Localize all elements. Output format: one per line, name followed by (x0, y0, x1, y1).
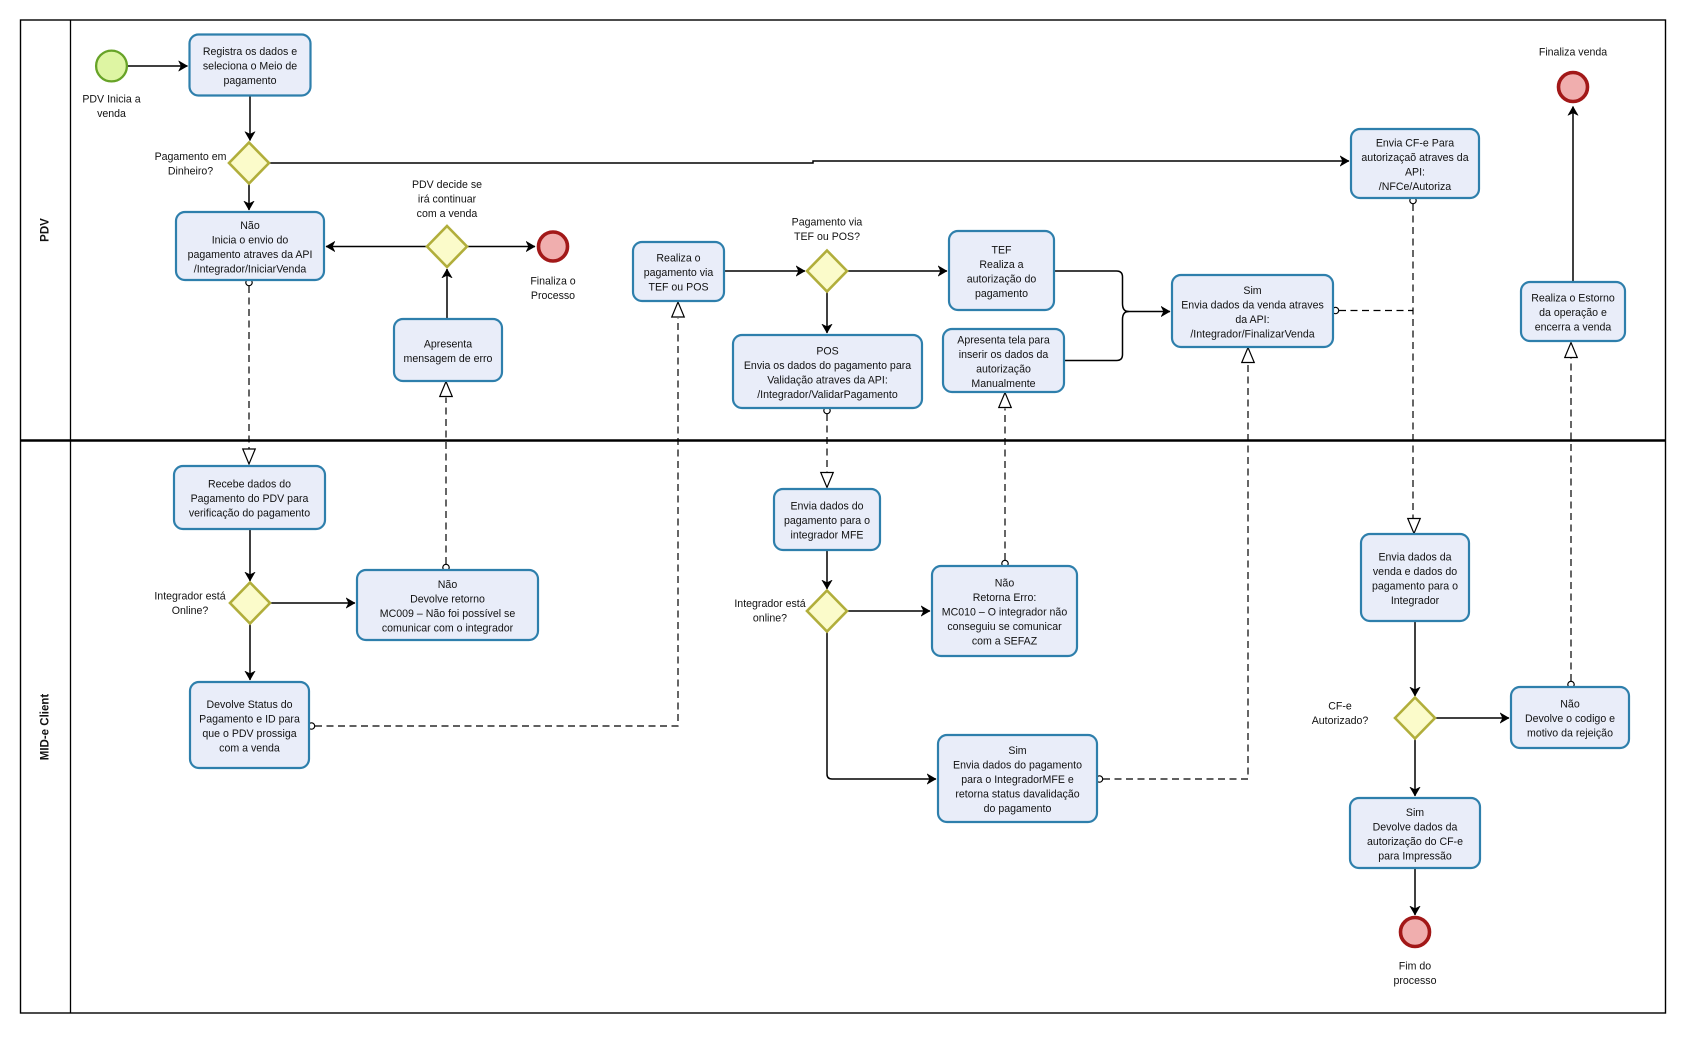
svg-text:/Integrador/IniciarVenda: /Integrador/IniciarVenda (194, 263, 307, 275)
svg-text:Integrador: Integrador (1391, 595, 1440, 607)
svg-text:Recebe dados do: Recebe dados do (208, 479, 291, 491)
svg-text:MC010 – O integrador não: MC010 – O integrador não (942, 607, 1068, 619)
svg-text:TEF ou POS: TEF ou POS (648, 282, 708, 294)
svg-text:Integrador está: Integrador está (154, 591, 225, 603)
svg-text:Pagamento via: Pagamento via (792, 217, 863, 229)
svg-text:Fim do: Fim do (1399, 961, 1431, 973)
svg-text:/NFCe/Autoriza: /NFCe/Autoriza (1379, 181, 1452, 193)
svg-text:Retorna Erro:: Retorna Erro: (973, 592, 1037, 604)
svg-text:Não: Não (995, 578, 1015, 590)
svg-text:da operação e: da operação e (1539, 307, 1607, 319)
svg-text:integrador MFE: integrador MFE (790, 530, 863, 542)
svg-text:Integrador está: Integrador está (734, 598, 805, 610)
svg-text:Validação atraves da API:: Validação atraves da API: (767, 374, 888, 386)
svg-text:Devolve o codigo e: Devolve o codigo e (1525, 713, 1615, 725)
svg-text:Pagamento em: Pagamento em (155, 151, 227, 163)
svg-text:do pagamento: do pagamento (984, 803, 1052, 815)
svg-text:PDV decide se: PDV decide se (412, 179, 482, 191)
svg-text:Apresenta: Apresenta (424, 338, 472, 350)
svg-text:Devolve retorno: Devolve retorno (410, 593, 485, 605)
svg-text:Sim: Sim (1008, 745, 1026, 757)
svg-text:Finaliza venda: Finaliza venda (1539, 47, 1607, 59)
svg-text:autorização do CF-e: autorização do CF-e (1367, 836, 1463, 848)
svg-text:encerra a venda: encerra a venda (1535, 322, 1612, 334)
svg-text:pagamento para o: pagamento para o (784, 515, 870, 527)
svg-text:com a venda: com a venda (219, 742, 280, 754)
svg-text:que o PDV prossiga: que o PDV prossiga (202, 728, 296, 740)
svg-text:mensagem de erro: mensagem de erro (404, 353, 493, 365)
svg-text:pagamento atraves da API: pagamento atraves da API (188, 249, 313, 261)
svg-text:inserir os dados da: inserir os dados da (959, 349, 1049, 361)
svg-text:Não: Não (240, 220, 260, 232)
svg-text:Devolve Status do: Devolve Status do (207, 699, 293, 711)
svg-text:Pagamento do PDV para: Pagamento do PDV para (191, 493, 309, 505)
svg-text:pagamento: pagamento (223, 75, 276, 87)
svg-text:MID-e Client: MID-e Client (40, 694, 52, 761)
svg-text:/Integrador/ValidarPagamento: /Integrador/ValidarPagamento (757, 389, 898, 401)
svg-text:da API:: da API: (1235, 314, 1269, 326)
svg-text:TEF ou POS?: TEF ou POS? (794, 231, 860, 243)
svg-text:Apresenta tela para: Apresenta tela para (957, 334, 1050, 346)
svg-text:venda: venda (97, 108, 126, 120)
svg-text:Manualmente: Manualmente (971, 378, 1035, 390)
svg-text:online?: online? (753, 613, 787, 625)
svg-text:conseguiu se comunicar: conseguiu se comunicar (947, 621, 1062, 633)
svg-text:TEF: TEF (991, 244, 1012, 256)
svg-text:Envia dados do: Envia dados do (790, 501, 863, 513)
svg-text:Não: Não (1560, 699, 1580, 711)
svg-text:pagamento: pagamento (975, 288, 1028, 300)
svg-text:com a venda: com a venda (417, 208, 478, 220)
svg-text:com a SEFAZ: com a SEFAZ (972, 636, 1038, 648)
svg-text:Não: Não (438, 579, 458, 591)
svg-text:processo: processo (1394, 975, 1437, 987)
svg-text:Processo: Processo (531, 290, 575, 302)
svg-text:Realiza o Estorno: Realiza o Estorno (1531, 293, 1615, 305)
svg-text:pagamento via: pagamento via (644, 267, 714, 279)
svg-text:para o IntegradorMFE e: para o IntegradorMFE e (961, 774, 1074, 786)
svg-text:Realiza o: Realiza o (656, 253, 700, 265)
svg-text:Envia dados da venda atraves: Envia dados da venda atraves (1181, 299, 1324, 311)
svg-text:Sim: Sim (1406, 807, 1424, 819)
svg-text:pagamento para o: pagamento para o (1372, 580, 1458, 592)
svg-text:Pagamento e ID para: Pagamento e ID para (199, 713, 300, 725)
svg-text:irá continuar: irá continuar (418, 194, 477, 206)
svg-text:/Integrador/FinalizarVenda: /Integrador/FinalizarVenda (1190, 328, 1314, 340)
svg-text:seleciona o Meio de: seleciona o Meio de (203, 61, 297, 73)
svg-text:motivo da rejeição: motivo da rejeição (1527, 728, 1613, 740)
svg-text:Online?: Online? (172, 605, 209, 617)
svg-text:Envia dados da: Envia dados da (1378, 551, 1451, 563)
svg-text:Devolve dados da: Devolve dados da (1373, 821, 1458, 833)
svg-text:retorna status davalidação: retorna status davalidação (955, 789, 1079, 801)
svg-text:POS: POS (816, 345, 838, 357)
svg-text:venda e dados do: venda e dados do (1373, 566, 1457, 578)
svg-text:autorização: autorização (976, 363, 1031, 375)
svg-text:comunicar com o integrador: comunicar com o integrador (382, 622, 514, 634)
svg-text:Sim: Sim (1243, 285, 1261, 297)
svg-text:CF-e: CF-e (1328, 701, 1352, 713)
svg-text:Envia CF-e Para: Envia CF-e Para (1376, 137, 1454, 149)
svg-text:PDV Inicia a: PDV Inicia a (82, 94, 140, 106)
svg-text:Registra os dados e: Registra os dados e (203, 46, 297, 58)
svg-text:MC009 – Não foi possível se: MC009 – Não foi possível se (380, 608, 516, 620)
svg-text:autorização do: autorização do (967, 273, 1037, 285)
svg-text:Envia dados do pagamento: Envia dados do pagamento (953, 760, 1082, 772)
svg-text:Finaliza o: Finaliza o (530, 276, 575, 288)
svg-text:PDV: PDV (40, 218, 52, 242)
svg-text:Autorizado?: Autorizado? (1312, 715, 1369, 727)
svg-text:Envia os dados do pagamento pa: Envia os dados do pagamento para (744, 360, 911, 372)
svg-text:API:: API: (1405, 166, 1425, 178)
svg-text:verificação do pagamento: verificação do pagamento (189, 508, 310, 520)
svg-text:Realiza a: Realiza a (979, 259, 1023, 271)
svg-text:autorizaçaõ atraves da: autorizaçaõ atraves da (1361, 152, 1468, 164)
svg-text:Dinheiro?: Dinheiro? (168, 166, 213, 178)
svg-text:Inicia o envio do: Inicia o envio do (212, 234, 289, 246)
svg-text:para Impressão: para Impressão (1378, 850, 1452, 862)
